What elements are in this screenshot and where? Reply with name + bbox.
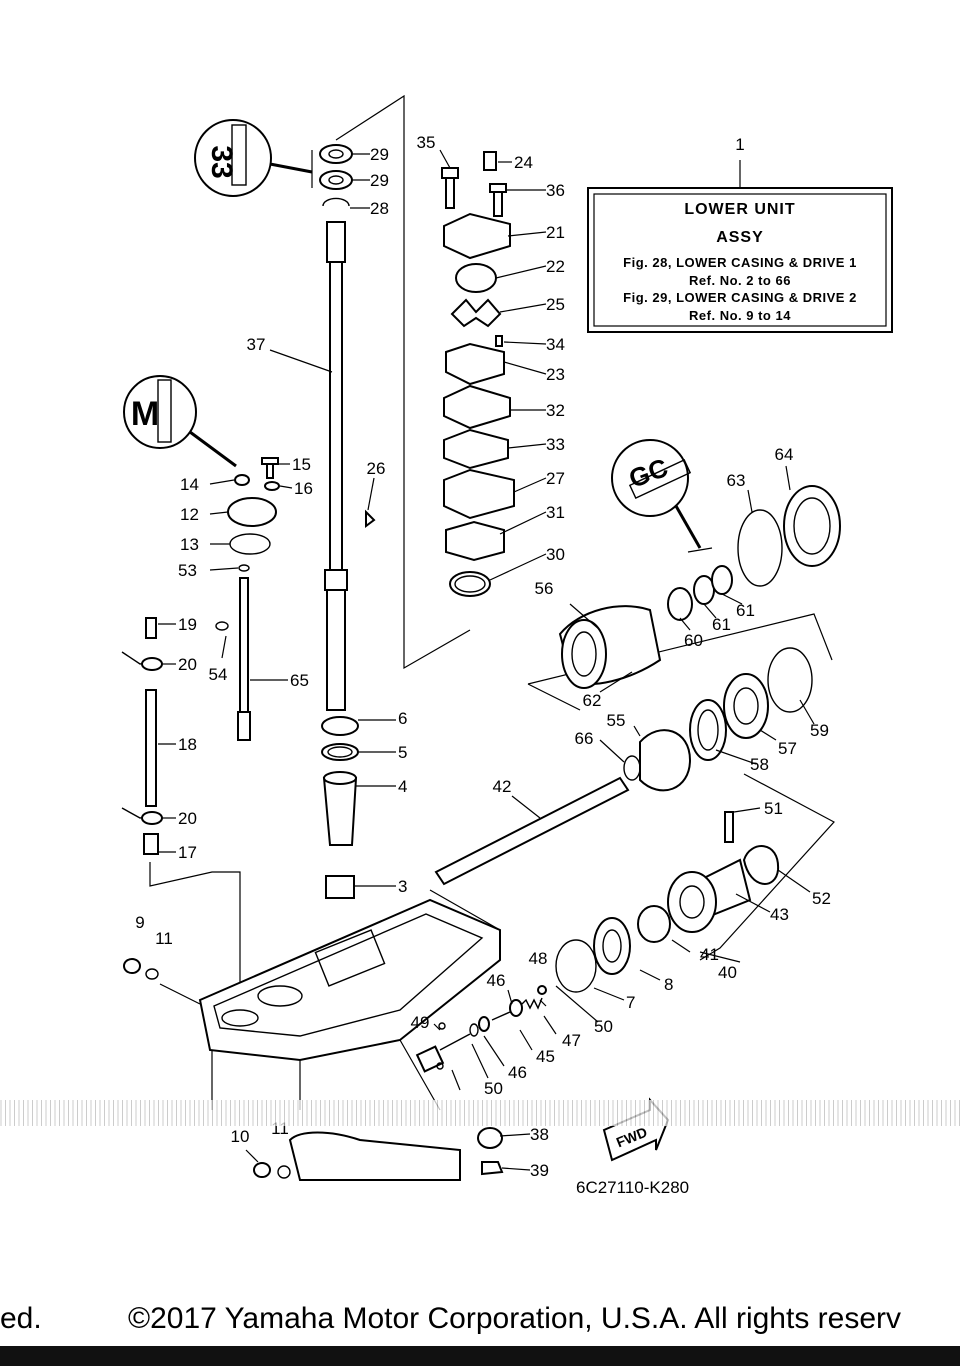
part-number: 61 [736, 601, 755, 620]
part-number: 8 [664, 975, 673, 994]
part-number: 6 [398, 709, 407, 728]
part-number: 46 [487, 971, 506, 990]
part-number: 7 [626, 993, 635, 1012]
part-number: 59 [810, 721, 829, 740]
part-number: 61 [712, 615, 731, 634]
copyright-footer: ed. ©2017 Yamaha Motor Corporation, U.S.… [0, 1302, 960, 1342]
part-number: 32 [546, 401, 565, 420]
part-number: 42 [493, 777, 512, 796]
part-number: 35 [417, 133, 436, 152]
box-line-5: Fig. 29, LOWER CASING & DRIVE 2 [623, 290, 857, 305]
pump-group-bracket [335, 94, 471, 670]
shift-plunger-parts [415, 985, 547, 1073]
grease-label-m: M [131, 395, 159, 433]
part-number: 56 [535, 579, 554, 598]
copyright-fragment: ed. [0, 1302, 42, 1335]
part-number: 25 [546, 295, 565, 314]
part-number: 53 [178, 561, 197, 580]
grease-callout-33: 33 [194, 119, 313, 197]
box-line-2: ASSY [716, 229, 764, 246]
part-number: 46 [508, 1063, 527, 1082]
water-pump-parts [441, 151, 515, 597]
bottom-bar [0, 1346, 960, 1366]
part-number: 23 [546, 365, 565, 384]
part-number: 45 [536, 1047, 555, 1066]
part-number: 16 [294, 479, 313, 498]
part-number: 65 [290, 671, 309, 690]
part-number: 18 [178, 735, 197, 754]
part-number-labels: 1 3 4 5 6 7 8 9 10 11 11 12 13 14 15 16 … [135, 133, 831, 1180]
part-number: 28 [370, 199, 389, 218]
part-number: 11 [155, 929, 173, 948]
drive-shaft-assembly [319, 144, 376, 899]
part-number: 10 [231, 1127, 250, 1146]
part-number: 9 [135, 913, 144, 932]
part-number: 66 [575, 729, 594, 748]
part-number: 30 [546, 545, 565, 564]
part-number: 40 [718, 963, 737, 982]
part-number: 50 [594, 1017, 613, 1036]
grease-callout-gc: GC [611, 439, 713, 553]
part-number: 21 [546, 223, 565, 242]
part-number: 63 [727, 471, 746, 490]
part-number: 51 [764, 799, 783, 818]
lower-casing [198, 898, 501, 1181]
part-number: 43 [770, 905, 789, 924]
part-number: 34 [546, 335, 565, 354]
part-number: 29 [370, 145, 389, 164]
part-number: 15 [292, 455, 311, 474]
part-number: 1 [735, 135, 744, 154]
part-number: 20 [178, 809, 197, 828]
part-number: 49 [411, 1013, 430, 1032]
part-number: 5 [398, 743, 407, 762]
part-number: 29 [370, 171, 389, 190]
part-number: 47 [562, 1031, 581, 1050]
part-number: 39 [530, 1161, 549, 1180]
part-number: 4 [398, 777, 407, 796]
part-number: 14 [180, 475, 199, 494]
part-number: 17 [178, 843, 197, 862]
copyright-text: ©2017 Yamaha Motor Corporation, U.S.A. A… [128, 1302, 902, 1335]
lower-unit-title-box: LOWER UNIT ASSY Fig. 28, LOWER CASING & … [587, 160, 893, 333]
part-number: 38 [530, 1125, 549, 1144]
part-number: 12 [180, 505, 199, 524]
part-number: 33 [546, 435, 565, 454]
part-number: 57 [778, 739, 797, 758]
part-number: 36 [546, 181, 565, 200]
part-number: 58 [750, 755, 769, 774]
leader-lines [158, 149, 815, 1171]
part-number: 24 [514, 153, 533, 172]
drawing-code: 6C27110-K280 [576, 1178, 689, 1197]
pinion-and-nut [477, 1127, 504, 1176]
part-number: 50 [484, 1079, 503, 1098]
part-number: 26 [367, 459, 386, 478]
part-number: 37 [247, 335, 266, 354]
part-number: 19 [178, 615, 197, 634]
part-number: 22 [546, 257, 565, 276]
scan-artifact-band [0, 1100, 960, 1126]
part-number: 52 [812, 889, 831, 908]
box-line-4: Ref. No. 2 to 66 [689, 273, 791, 288]
bearing-housing-assembly [558, 485, 841, 689]
part-number: 41 [700, 945, 719, 964]
part-number: 13 [180, 535, 199, 554]
shift-rod-parts [121, 457, 280, 1005]
part-number: 48 [529, 949, 548, 968]
box-line-3: Fig. 28, LOWER CASING & DRIVE 1 [623, 255, 857, 270]
part-number: 20 [178, 655, 197, 674]
part-number: 27 [546, 469, 565, 488]
box-line-1: LOWER UNIT [684, 201, 795, 218]
grease-callout-m: M [123, 375, 237, 468]
grease-label-33: 33 [205, 145, 238, 178]
part-number: 60 [684, 631, 703, 650]
propeller-shaft-assembly [429, 613, 835, 993]
part-number: 54 [209, 665, 228, 684]
part-number: 55 [607, 711, 626, 730]
part-number: 31 [546, 503, 565, 522]
part-number: 64 [775, 445, 794, 464]
box-line-6: Ref. No. 9 to 14 [689, 308, 791, 323]
part-number: 62 [583, 691, 602, 710]
part-number: 3 [398, 877, 407, 896]
